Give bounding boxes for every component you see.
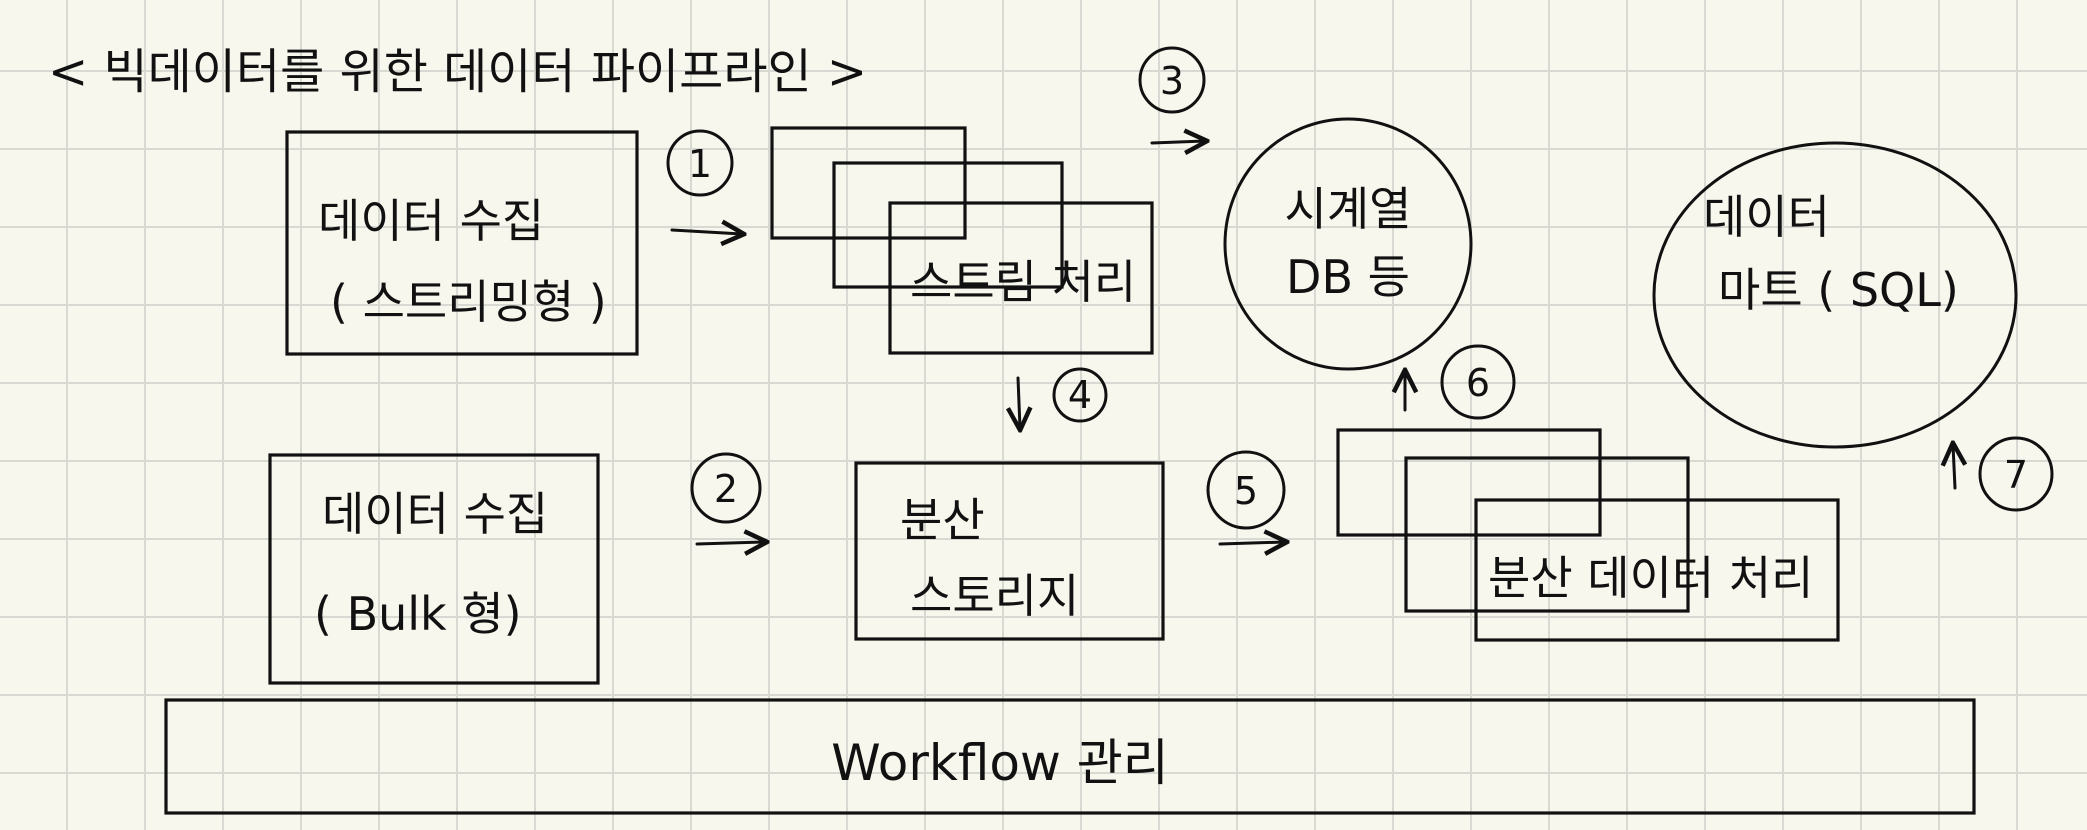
distributed-storage-label-line1: 분산 [900,493,985,547]
step-2-circle [690,452,762,524]
node-timeseries-db: 시계열 DB 등 [1223,117,1473,371]
data-mart-ellipse [1652,141,2018,449]
node-distributed-storage: 분산 스토리지 [854,461,1165,641]
step-5: 5 [1206,450,1286,544]
distributed-storage-label-line2: 스토리지 [910,569,1079,623]
step-3-number: 3 [1160,59,1184,103]
step-1-circle [666,129,734,197]
step-3-circle [1138,46,1206,114]
node-stream-processing: 스트림 처리 [770,126,1154,355]
step-4-arrow [1018,376,1020,428]
bulk-collect-box [268,453,600,685]
step-2-number: 2 [714,467,738,511]
step-5-circle [1206,450,1286,530]
step-3-arrow [1150,141,1205,143]
step-2: 2 [690,452,765,544]
streaming-collect-label-line1: 데이터 수집 [318,194,544,248]
data-mart-label-line2: 마트 ( SQL) [1718,263,1959,317]
node-bulk-collect: 데이터 수집 ( Bulk 형) [268,453,600,685]
timeseries-db-label-line2: DB 등 [1286,250,1410,304]
timeseries-db-circle [1223,117,1473,371]
bulk-collect-label-line2: ( Bulk 형) [314,587,522,641]
step-5-arrow [1218,542,1285,544]
workflow-label: Workflow 관리 [831,734,1168,792]
stream-processing-stack-front [888,201,1154,355]
step-2-arrow [695,542,765,544]
data-mart-label-line1: 데이터 [1703,190,1830,244]
distributed-processing-stack-back [1336,428,1602,537]
step-1-arrow [670,230,742,234]
step-7-number: 7 [2004,453,2028,497]
distributed-processing-stack-middle [1404,456,1690,613]
step-5-number: 5 [1234,469,1258,513]
node-data-mart: 데이터 마트 ( SQL) [1652,141,2018,449]
step-6-number: 6 [1466,361,1490,405]
stream-processing-stack-back [770,126,967,240]
step-4: 4 [1018,367,1108,428]
stream-processing-stack-middle [832,161,1064,289]
distributed-storage-box [854,461,1165,641]
bulk-collect-label-line1: 데이터 수집 [322,487,548,541]
node-distributed-processing: 분산 데이터 처리 [1336,428,1840,642]
distributed-processing-label: 분산 데이터 처리 [1488,551,1813,605]
workflow-box [164,698,1976,815]
streaming-collect-box [285,130,639,356]
step-7-circle [1978,436,2054,512]
step-7: 7 [1953,436,2054,512]
step-4-circle [1052,367,1108,423]
stream-processing-label: 스트림 처리 [910,255,1136,309]
step-3: 3 [1138,46,1206,143]
step-7-arrow [1953,445,1955,490]
step-6-circle [1440,344,1516,420]
step-1: 1 [666,129,742,234]
distributed-processing-stack-front [1474,498,1840,642]
node-streaming-collect: 데이터 수집 ( 스트리밍형 ) [285,130,639,356]
step-4-number: 4 [1068,373,1092,417]
timeseries-db-label-line1: 시계열 [1285,182,1412,236]
step-6: 6 [1405,344,1516,420]
step-1-number: 1 [688,142,712,186]
node-workflow: Workflow 관리 [164,698,1976,815]
diagram-title: < 빅데이터를 위한 데이터 파이프라인 > [48,44,867,100]
streaming-collect-label-line2: ( 스트리밍형 ) [330,275,607,329]
